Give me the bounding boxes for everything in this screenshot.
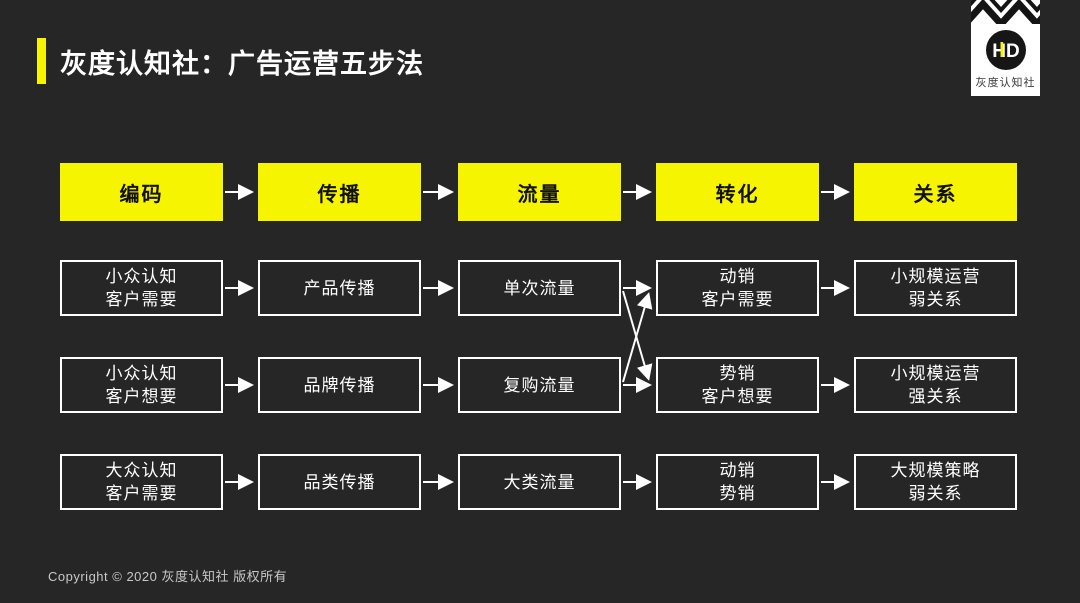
- node-r3c2: 品类传播: [258, 454, 421, 510]
- node-line: 动销: [719, 461, 756, 480]
- node-r1c3: 单次流量: [458, 260, 621, 316]
- node-line: 小众认知: [105, 267, 178, 286]
- node-line: 客户需要: [105, 290, 178, 309]
- node-line: 客户需要: [105, 484, 178, 503]
- node-r3c5: 大规模策略 弱关系: [854, 454, 1017, 510]
- hd-monogram-text: HD: [992, 41, 1019, 62]
- brand-logo: HD 灰度认知社: [971, 0, 1040, 96]
- node-line: 小规模运营: [890, 267, 981, 286]
- node-line: 客户需要: [701, 290, 774, 309]
- node-line: 大规模策略: [890, 461, 981, 480]
- node-line: 客户想要: [701, 387, 774, 406]
- node-r2c3: 复购流量: [458, 357, 621, 413]
- node-r2c5: 小规模运营 强关系: [854, 357, 1017, 413]
- node-line: 单次流量: [503, 278, 576, 298]
- node-line: 势销: [719, 484, 756, 503]
- node-r1c1: 小众认知 客户需要: [60, 260, 223, 316]
- node-r3c4: 动销 势销: [656, 454, 819, 510]
- title-accent-bar: [37, 38, 46, 84]
- node-r1c4: 动销 客户需要: [656, 260, 819, 316]
- node-line: 大众认知: [105, 461, 178, 480]
- node-line: 品类传播: [303, 472, 376, 492]
- title-block: 灰度认知社：广告运营五步法: [37, 38, 424, 84]
- node-r1c2: 产品传播: [258, 260, 421, 316]
- node-line: 小众认知: [105, 364, 178, 383]
- step-box-convert: 转化: [656, 163, 819, 221]
- node-line: 产品传播: [303, 278, 376, 298]
- node-line: 客户想要: [105, 387, 178, 406]
- node-line: 弱关系: [908, 484, 963, 503]
- logo-label: 灰度认知社: [975, 77, 1036, 89]
- copyright-text: Copyright © 2020 灰度认知社 版权所有: [48, 569, 288, 584]
- node-line: 势销: [719, 364, 756, 383]
- node-r2c4: 势销 客户想要: [656, 357, 819, 413]
- step-box-traffic: 流量: [458, 163, 621, 221]
- node-r2c1: 小众认知 客户想要: [60, 357, 223, 413]
- node-line: 小规模运营: [890, 364, 981, 383]
- node-line: 动销: [719, 267, 756, 286]
- node-line: 强关系: [908, 387, 963, 406]
- node-r1c5: 小规模运营 弱关系: [854, 260, 1017, 316]
- logo-zigzag-pattern-icon: [971, 0, 1040, 24]
- node-line: 弱关系: [908, 290, 963, 309]
- hd-monogram-icon: HD: [985, 30, 1026, 70]
- node-r3c1: 大众认知 客户需要: [60, 454, 223, 510]
- page-title: 灰度认知社：广告运营五步法: [60, 48, 424, 79]
- step-box-encode: 编码: [60, 163, 223, 221]
- node-line: 复购流量: [503, 375, 576, 395]
- node-r3c3: 大类流量: [458, 454, 621, 510]
- node-r2c2: 品牌传播: [258, 357, 421, 413]
- node-line: 品牌传播: [303, 375, 376, 395]
- node-line: 大类流量: [503, 472, 576, 492]
- step-box-spread: 传播: [258, 163, 421, 221]
- step-box-relation: 关系: [854, 163, 1017, 221]
